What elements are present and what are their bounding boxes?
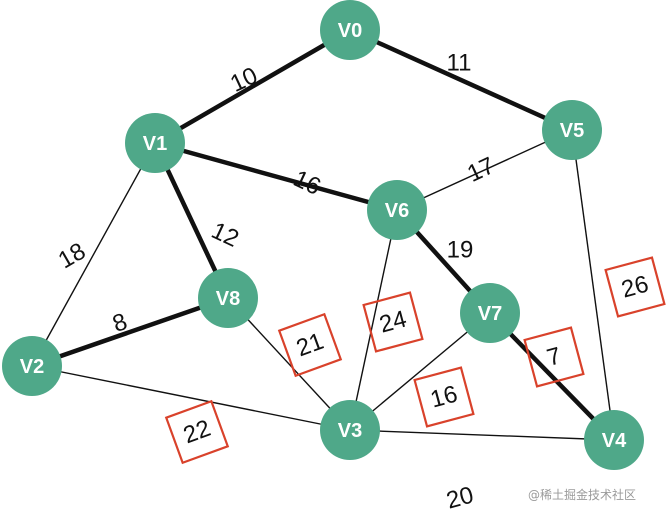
edge-weight-v6-v7: 19 — [447, 237, 474, 264]
node-circle — [198, 268, 258, 328]
node-label: V3 — [338, 420, 362, 442]
edge-weight-v5-v4: 26 — [619, 271, 652, 304]
weight-boxes-layer — [164, 256, 666, 465]
node-circle — [460, 283, 520, 343]
edge-weight-v7-v3: 16 — [428, 381, 461, 414]
weight-box-outline — [604, 256, 666, 318]
edge-v2-v8 — [29, 295, 231, 369]
node-v1: V1 — [125, 113, 185, 173]
edge-weight-v8-v3: 21 — [293, 328, 327, 363]
edge-v1-v6 — [152, 140, 400, 213]
edge-v7-v3 — [349, 312, 491, 431]
edge-weight-v1-v6: 16 — [289, 165, 325, 201]
node-v2: V2 — [2, 336, 62, 396]
weight-box-outline — [413, 366, 475, 428]
node-label: V2 — [20, 356, 44, 378]
node-circle — [125, 113, 185, 173]
weight-box-v6-v3 — [362, 291, 424, 353]
edge-weight-v1-v8: 12 — [207, 217, 243, 253]
edge-v0-v1 — [152, 27, 353, 146]
node-label: V8 — [216, 288, 240, 310]
weight-box-v5-v4 — [604, 256, 666, 318]
weight-box-outline — [277, 312, 343, 378]
node-v7: V7 — [460, 283, 520, 343]
edge-v6-v3 — [349, 209, 398, 431]
node-v8: V8 — [198, 268, 258, 328]
weight-box-v2-v3 — [164, 399, 230, 465]
node-label: V7 — [478, 303, 502, 325]
node-v6: V6 — [367, 180, 427, 240]
edge-v0-v5 — [347, 27, 575, 133]
edge-v3-v4 — [349, 429, 615, 441]
node-v3: V3 — [320, 400, 380, 460]
weight-box-v7-v3 — [413, 366, 475, 428]
edge-v2-v3 — [31, 365, 351, 431]
weight-box-outline — [362, 291, 424, 353]
node-v4: V4 — [584, 410, 644, 470]
node-circle — [584, 410, 644, 470]
edge-v5-v6 — [396, 129, 573, 211]
node-circle — [320, 400, 380, 460]
edge-weight-v0-v5: 11 — [447, 50, 472, 77]
edge-weight-v7-v4: 7 — [544, 342, 564, 372]
edge-v1-v2 — [31, 142, 156, 367]
node-circle — [542, 100, 602, 160]
node-v5: V5 — [542, 100, 602, 160]
node-circle — [320, 0, 380, 60]
node-label: V4 — [602, 430, 627, 452]
node-circle — [367, 180, 427, 240]
edge-weight-v5-v6: 17 — [463, 152, 499, 188]
edge-weight-v3-v4: 20 — [444, 482, 477, 515]
edge-weight-v0-v1: 10 — [226, 62, 262, 98]
node-v0: V0 — [320, 0, 380, 60]
node-label: V5 — [560, 120, 584, 142]
node-label: V6 — [385, 200, 409, 222]
weight-box-v8-v3 — [277, 312, 343, 378]
edges-layer — [29, 27, 617, 443]
node-label: V1 — [143, 133, 167, 155]
edge-weight-v6-v3: 24 — [377, 306, 410, 339]
weight-box-outline — [164, 399, 230, 465]
node-circle — [2, 336, 62, 396]
edge-weight-v2-v8: 8 — [109, 308, 131, 338]
node-label: V0 — [338, 20, 362, 42]
watermark: @稀土掘金技术社区 — [528, 487, 636, 502]
weight-box-outline — [523, 326, 585, 388]
edge-weight-v2-v3: 22 — [180, 415, 214, 450]
edge-v5-v4 — [571, 129, 615, 441]
weight-box-v7-v4 — [523, 326, 585, 388]
